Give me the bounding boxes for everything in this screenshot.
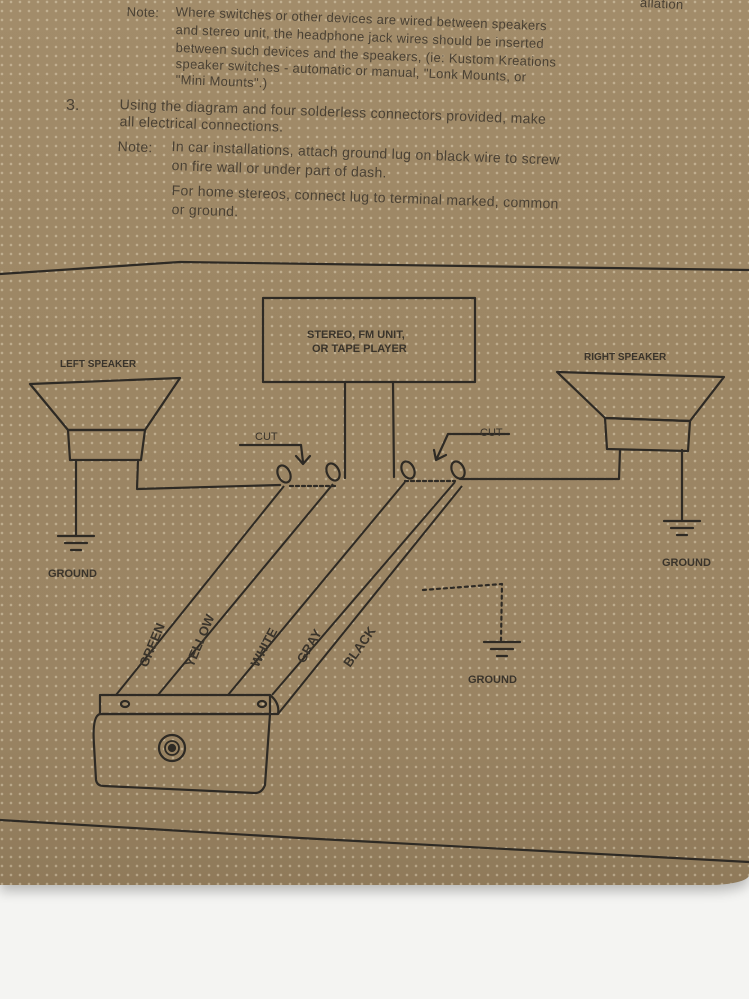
wire-label-white: WHITE [247,625,280,669]
left-speaker-label: LEFT SPEAKER [60,359,137,370]
connector-right-stereo [400,460,416,480]
cut-right-arrowhead [432,448,448,462]
wire-label-yellow: YELLOW [182,611,218,669]
green-wire [115,485,285,696]
right-speaker-label: RIGHT SPEAKER [584,352,667,363]
headphone-jack-box [92,693,280,795]
black-wire [277,485,463,715]
connector-left-stereo [325,462,341,482]
cut-left-arrowhead [294,454,312,466]
ground-right-label: GROUND [662,557,711,569]
cut-right-arrow [435,432,511,460]
center-ground-icon [482,640,522,658]
right-speaker-wire [458,448,622,481]
white-wire [227,481,406,696]
cut-left-label: CUT [255,431,278,443]
instruction-sheet [0,0,749,885]
diagram-border-bottom [0,818,749,864]
stereo-unit-box [261,296,477,384]
ground-left-label: GROUND [48,568,97,580]
wire-label-green: GREEN [136,621,168,669]
connector-right-speaker [450,460,466,480]
cut-right-label: CUT [480,427,503,439]
yellow-wire [157,483,334,696]
stereo-right-output [391,380,396,479]
step3-number: 3. [66,97,80,114]
ground-center-label: GROUND [468,674,517,686]
left-speaker-wire [135,458,282,491]
right-speaker-icon [555,370,726,453]
black-wire-ground-lead [421,582,504,642]
gray-wire [271,481,456,696]
wire-label-gray: GRAY [294,626,325,665]
headphone-jack-socket-icon [157,733,187,763]
connector-left-speaker [276,464,292,484]
diagram-border-top [0,260,749,276]
right-ground-icon [662,519,702,537]
left-ground-icon [56,534,96,552]
cut-left-arrow [238,443,305,464]
wire-bundle [115,481,463,715]
left-speaker-icon [28,376,182,462]
stereo-unit-label-line2: OR TAPE PLAYER [312,343,407,355]
stereo-unit-label-line1: STEREO, FM UNIT, [307,329,405,341]
